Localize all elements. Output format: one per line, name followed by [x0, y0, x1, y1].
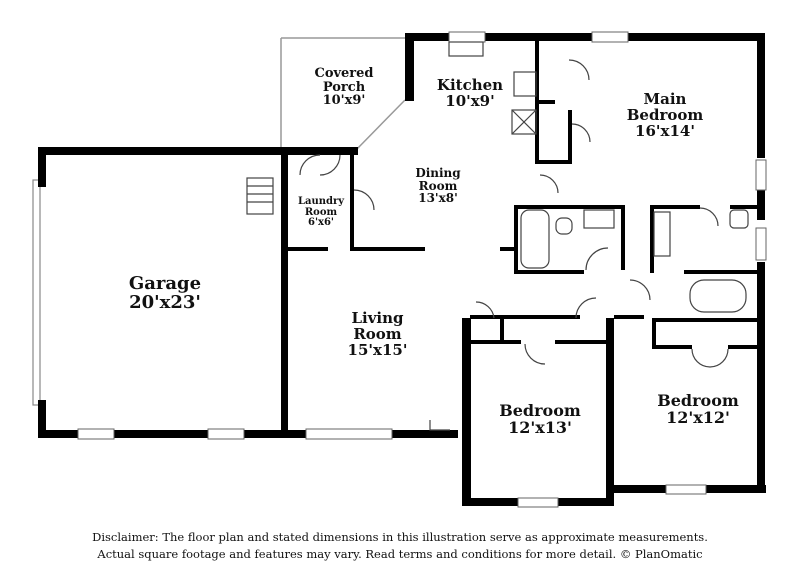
- kitchen-name: Kitchen: [436, 76, 504, 94]
- porch-outline: [280, 37, 406, 151]
- main-bedroom-label: Main Bedroom 16'x14': [610, 90, 720, 140]
- kitchen-dims: 10'x9': [445, 91, 495, 110]
- main-bedroom-name-1: Main: [643, 90, 687, 108]
- bedroom-2-dims: 12'x12': [666, 407, 730, 427]
- living-room-dims: 15'x15': [347, 340, 408, 359]
- disclaimer-line-1: Disclaimer: The floor plan and stated di…: [92, 530, 708, 544]
- covered-porch-name-1: Covered: [314, 66, 374, 81]
- living-room-label: Living Room 15'x15': [330, 309, 425, 359]
- bedroom-1-label: Bedroom 12'x13': [490, 401, 590, 437]
- laundry-room-name-1: Laundry: [297, 196, 345, 207]
- main-bedroom-name-2: Bedroom: [626, 105, 704, 124]
- main-bedroom-dims: 16'x14': [635, 121, 695, 140]
- dining-room-name-1: Dining: [415, 166, 461, 180]
- disclaimer-line-2: Actual square footage and features may v…: [97, 547, 703, 561]
- disclaimer: Disclaimer: The floor plan and stated di…: [0, 529, 800, 563]
- covered-porch-name-2: Porch: [322, 79, 366, 95]
- laundry-room-dims: 6'x6': [307, 217, 334, 228]
- kitchen-label: Kitchen 10'x9': [420, 76, 520, 110]
- covered-porch-label: Covered Porch 10'x9': [300, 67, 388, 108]
- covered-porch-dims: 10'x9': [322, 93, 366, 109]
- laundry-room-name-2: Room: [304, 206, 338, 218]
- bedroom-1-name: Bedroom: [499, 401, 581, 420]
- garage-label: Garage 20'x23': [105, 273, 225, 313]
- bedroom-2-name: Bedroom: [657, 391, 739, 410]
- dining-room-label: Dining Room 13'x8': [398, 167, 478, 205]
- fixtures: [246, 41, 749, 431]
- laundry-room-label: Laundry Room 6'x6': [290, 196, 352, 229]
- garage-name: Garage: [128, 273, 202, 294]
- bedroom-1-dims: 12'x13': [508, 417, 572, 437]
- living-room-name-2: Room: [353, 324, 402, 343]
- dining-room-name-2: Room: [418, 178, 458, 193]
- living-room-name-1: Living: [351, 309, 404, 327]
- bedroom-2-label: Bedroom 12'x12': [648, 391, 748, 427]
- garage-door: [32, 179, 41, 406]
- windows: [77, 31, 767, 508]
- garage-dims: 20'x23': [129, 291, 201, 313]
- dining-room-dims: 13'x8': [418, 191, 458, 206]
